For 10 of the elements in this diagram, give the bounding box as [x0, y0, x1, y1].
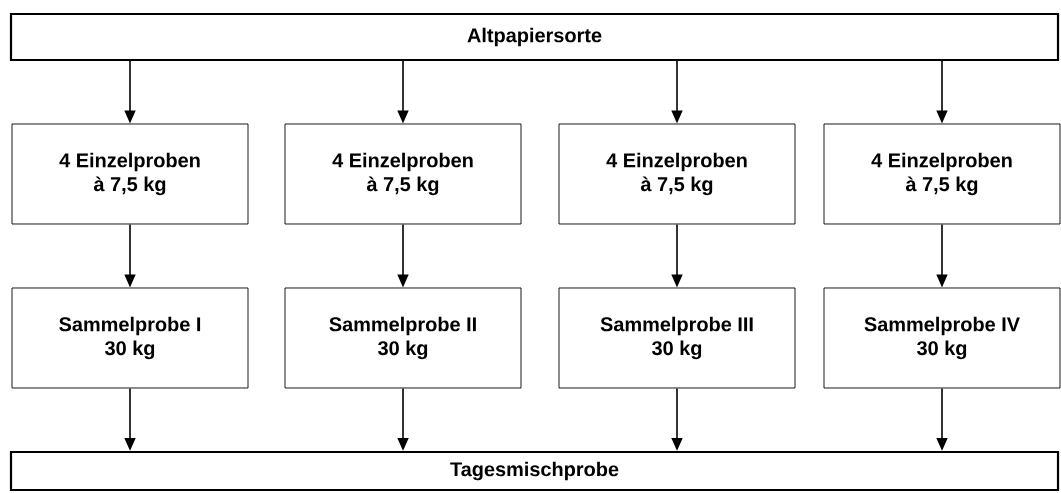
sample-box: Sammelprobe I 30 kg	[11, 287, 249, 389]
sample-box: 4 Einzelproben à 7,5 kg	[11, 123, 249, 225]
sample-bar: Altpapiersorte	[9, 12, 1060, 62]
sample-box: 4 Einzelproben à 7,5 kg	[284, 123, 522, 225]
sample-box: Sammelprobe IV 30 kg	[823, 287, 1061, 389]
sample-box: Sammelprobe II 30 kg	[284, 287, 522, 389]
sample-box: Sammelprobe III 30 kg	[558, 287, 796, 389]
sample-box: 4 Einzelproben à 7,5 kg	[823, 123, 1061, 225]
sample-box: 4 Einzelproben à 7,5 kg	[558, 123, 796, 225]
sample-bar: Tagesmischprobe	[9, 450, 1060, 492]
